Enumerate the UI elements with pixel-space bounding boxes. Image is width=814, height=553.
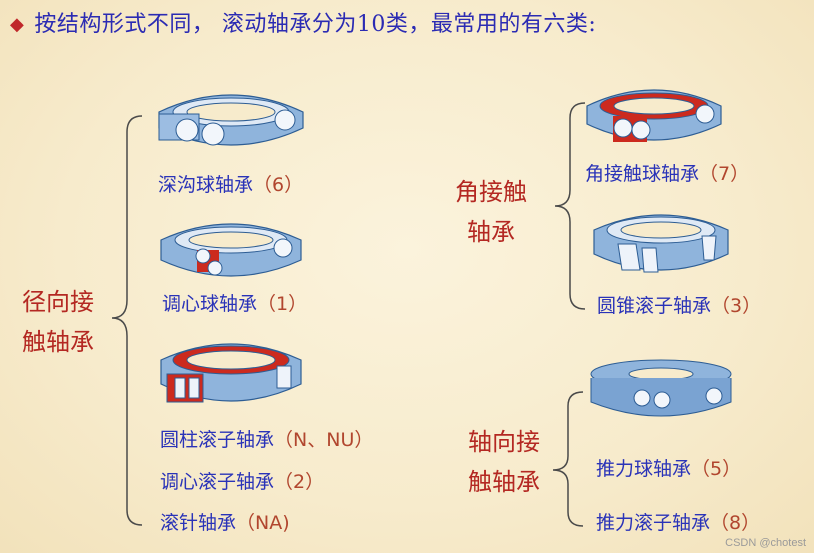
brace-radial (111, 115, 143, 526)
group-radial-line2: 触轴承 (22, 328, 94, 356)
label-spherical-roller: 调心滚子轴承（2） (160, 471, 325, 493)
group-angular-line1: 角接触 (455, 178, 527, 206)
diamond-bullet-icon: ◆ (10, 14, 25, 35)
group-angular: 角接触 轴承 (455, 172, 527, 252)
angular-contact-ball-bearing-icon (586, 89, 722, 142)
label-thrust-roller: 推力滚子轴承（8） (596, 512, 761, 534)
deep-groove-bearing-icon (158, 94, 304, 146)
label-angular-contact-ball: 角接触球轴承（7） (585, 163, 750, 185)
label-cylindrical-roller: 圆柱滚子轴承（N、NU） (160, 429, 374, 451)
brace-thrust (552, 391, 584, 527)
tapered-roller-bearing-icon (593, 214, 729, 273)
watermark: CSDN @chotest (725, 537, 806, 549)
label-deep-groove-ball: 深沟球轴承（6） (158, 174, 304, 196)
group-angular-line2: 轴承 (467, 218, 515, 246)
group-thrust-line2: 触轴承 (468, 468, 540, 496)
thrust-ball-bearing-icon (590, 359, 732, 417)
label-thrust-ball: 推力球轴承（5） (596, 458, 742, 480)
self-aligning-ball-bearing-icon (160, 223, 302, 277)
group-radial-line1: 径向接 (22, 288, 94, 316)
cylindrical-roller-bearing-icon (160, 343, 302, 403)
page-title: ◆ 按结构形式不同， 滚动轴承分为10类，最常用的有六类: (10, 6, 596, 38)
group-radial: 径向接 触轴承 (22, 282, 94, 362)
label-needle-roller: 滚针轴承（NA) (160, 512, 290, 534)
label-self-aligning-ball: 调心球轴承（1） (162, 293, 308, 315)
group-thrust-line1: 轴向接 (468, 428, 540, 456)
label-tapered-roller: 圆锥滚子轴承（3） (597, 295, 762, 317)
brace-angular (554, 102, 586, 310)
group-thrust: 轴向接 触轴承 (468, 422, 540, 502)
title-text: 按结构形式不同， 滚动轴承分为10类，最常用的有六类: (34, 12, 597, 37)
